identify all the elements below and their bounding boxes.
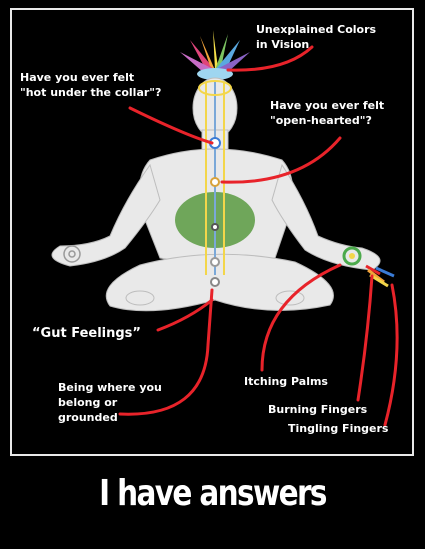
label-gut-feelings: “Gut Feelings” (32, 326, 141, 341)
pointer-collar (128, 106, 214, 145)
pointer-lines (118, 45, 399, 427)
label-unexplained-colors: Unexplained Colors in Vision (256, 23, 377, 51)
label-open-hearted: Have you ever felt "open-hearted"? (270, 99, 385, 127)
pointer-gut (156, 298, 214, 332)
pointer-tingling (383, 283, 399, 427)
right-hand-energy (342, 246, 395, 288)
label-itching-palms: Itching Palms (244, 375, 328, 388)
pointer-palms (260, 263, 342, 372)
lotus-crown-icon (180, 30, 250, 80)
pointer-burning (356, 274, 374, 402)
pointer-grounded (118, 288, 214, 416)
label-grounded: Being where you belong or grounded (58, 381, 162, 424)
poster-frame (10, 8, 414, 456)
left-hand-mudra (63, 245, 81, 263)
poster-caption: I have answers (99, 473, 327, 514)
pointer-hearted (220, 136, 342, 184)
label-hot-under-collar: Have you ever felt "hot under the collar… (20, 71, 162, 99)
label-tingling-fingers: Tingling Fingers (288, 422, 389, 435)
pointer-colors (226, 45, 314, 72)
chakra-column (175, 80, 255, 287)
label-burning-fingers: Burning Fingers (268, 403, 368, 416)
